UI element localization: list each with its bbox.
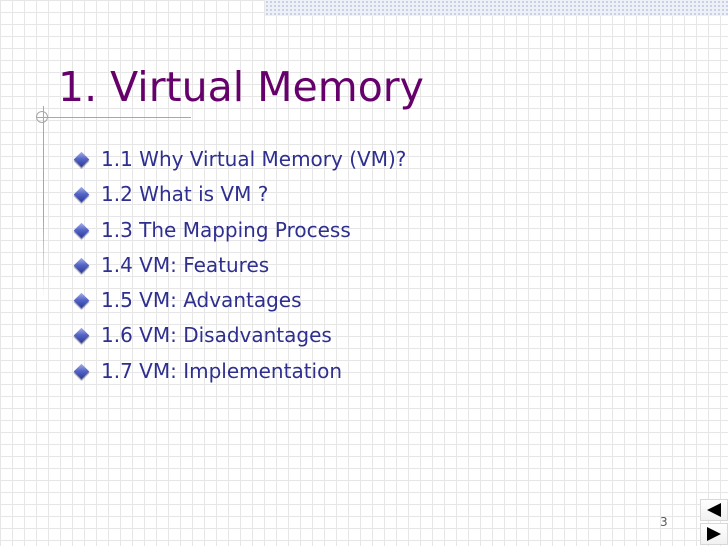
bullet-item: 1.5 VM: Advantages (72, 287, 406, 322)
header-pattern-band (265, 0, 728, 16)
bullet-text: 1.5 VM: Advantages (101, 288, 302, 313)
bullet-text: 1.7 VM: Implementation (101, 358, 343, 383)
diamond-bullet-icon (73, 292, 90, 309)
bullet-text: 1.1 Why Virtual Memory (VM)? (101, 147, 407, 171)
page-number: 3 (660, 515, 668, 529)
diamond-bullet-icon (73, 187, 90, 203)
bullet-text: 1.4 VM: Features (101, 252, 270, 277)
bullet-item: 1.3 The Mapping Process (72, 217, 406, 252)
diamond-bullet-icon (73, 363, 90, 380)
decorative-vertical-rule (43, 106, 44, 298)
bullet-item: 1.1 Why Virtual Memory (VM)? (72, 146, 406, 181)
triangle-right-icon (707, 527, 721, 541)
bullet-text: 1.3 The Mapping Process (101, 217, 351, 242)
bullet-item: 1.7 VM: Implementation (72, 358, 406, 393)
slide-title: 1. Virtual Memory (58, 63, 424, 111)
bullet-list: 1.1 Why Virtual Memory (VM)? 1.2 What is… (72, 146, 406, 393)
diamond-bullet-icon (73, 328, 90, 344)
bullet-text: 1.2 What is VM ? (101, 182, 269, 207)
bullet-item: 1.6 VM: Disadvantages (72, 322, 406, 357)
decorative-crosshair-ring (36, 111, 48, 123)
previous-slide-button[interactable] (700, 499, 728, 521)
triangle-left-icon (707, 503, 721, 517)
bullet-item: 1.2 What is VM ? (72, 181, 406, 216)
decorative-horizontal-rule (36, 117, 191, 118)
diamond-bullet-icon (73, 151, 90, 168)
next-slide-button[interactable] (700, 523, 728, 545)
diamond-bullet-icon (73, 257, 90, 274)
bullet-text: 1.6 VM: Disadvantages (101, 323, 332, 348)
bullet-item: 1.4 VM: Features (72, 252, 406, 287)
diamond-bullet-icon (73, 222, 90, 238)
